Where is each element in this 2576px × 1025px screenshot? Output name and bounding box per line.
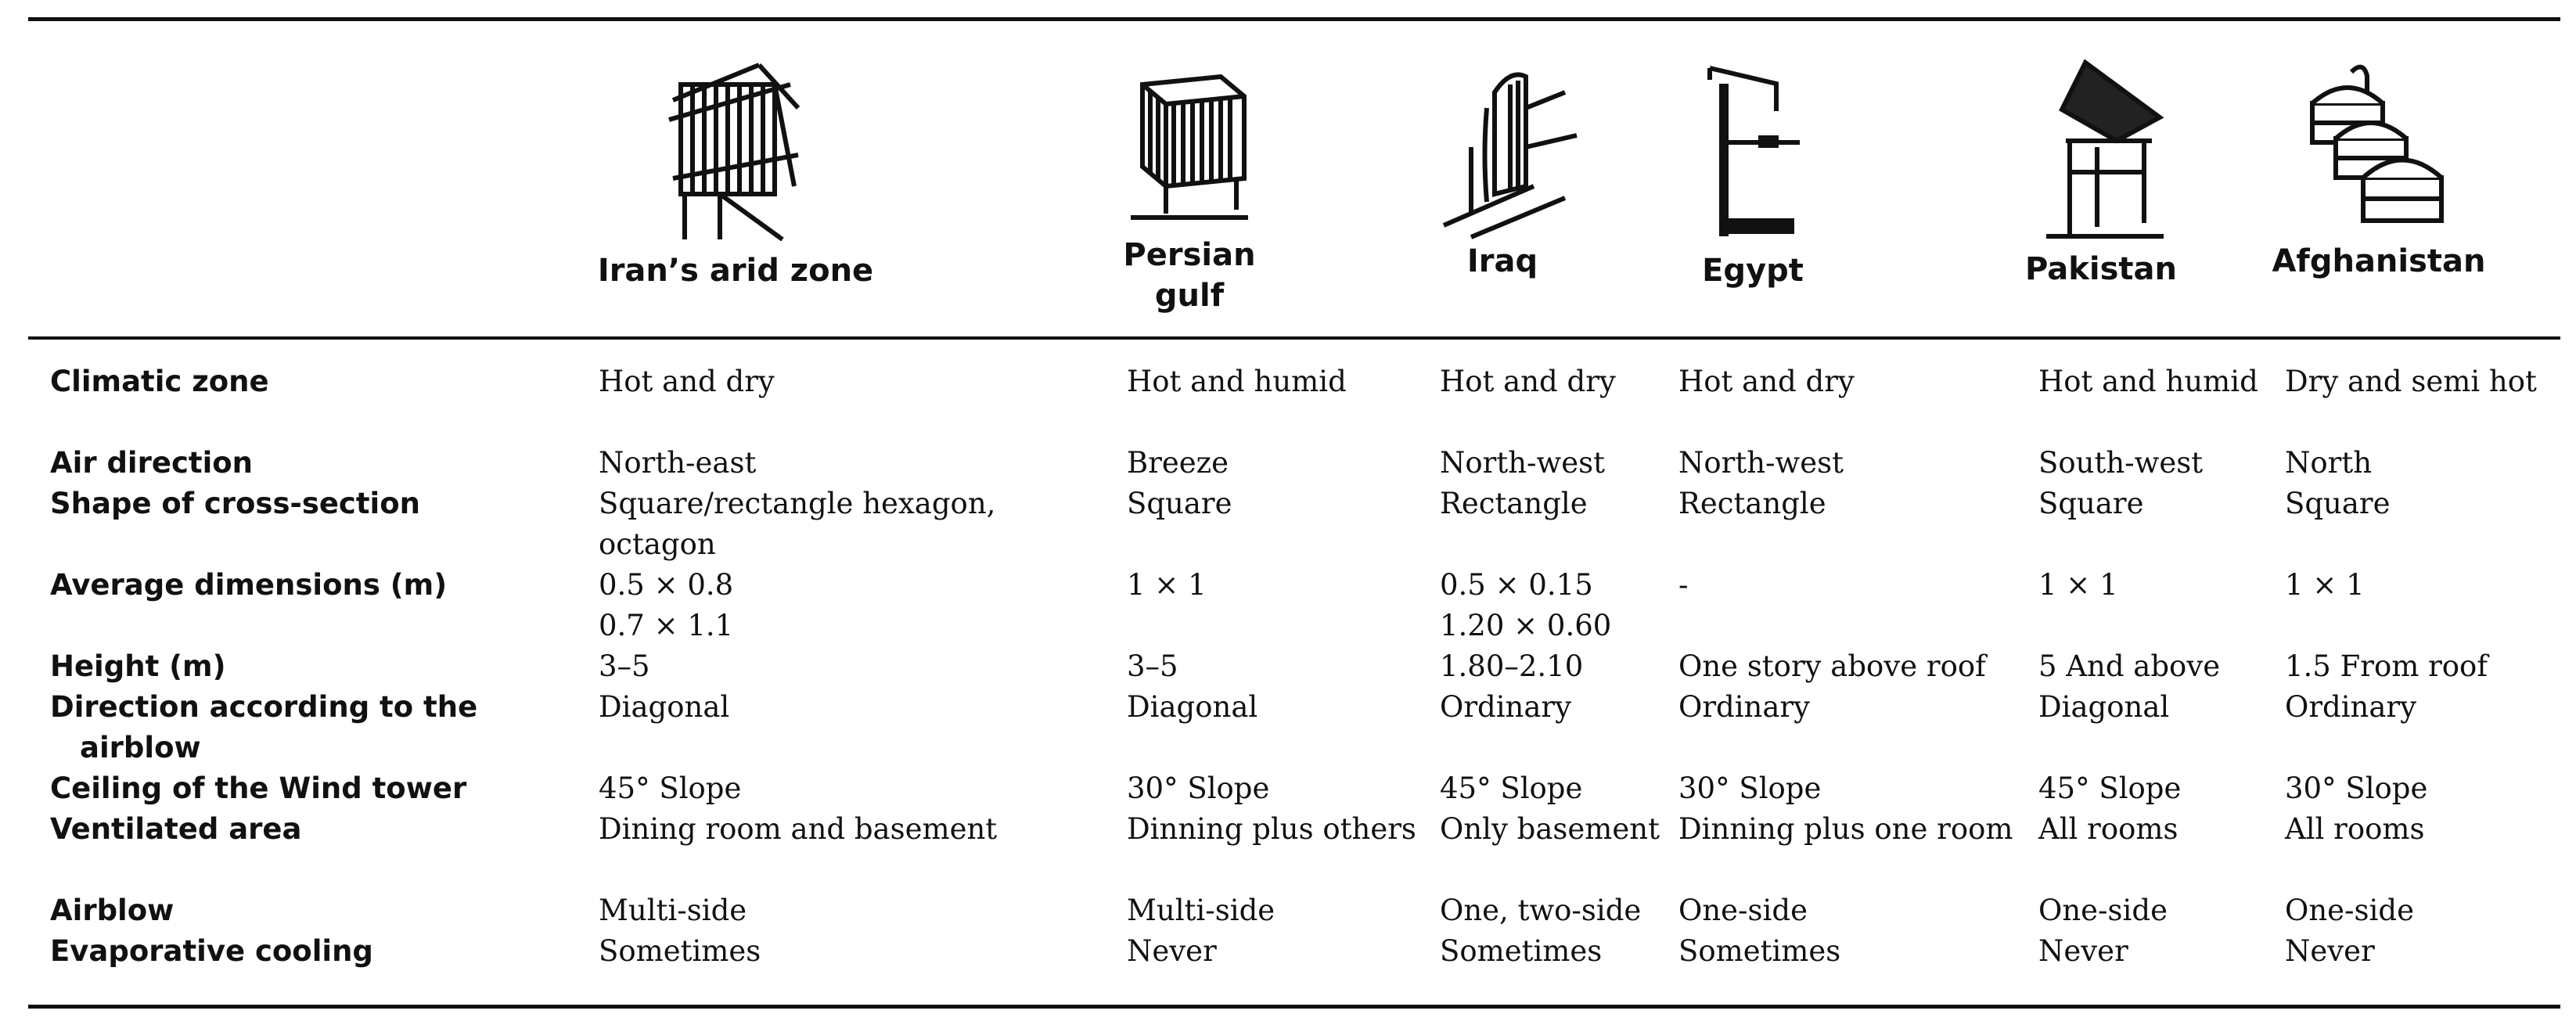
persian-gulf-windtower-icon <box>1127 69 1252 225</box>
table-cell: 5 And above <box>2038 649 2221 683</box>
table-cell: Never <box>2038 934 2128 968</box>
row-label-text: Ceiling of the Wind tower <box>50 771 467 805</box>
row-label-text: Shape of cross-section <box>50 487 420 520</box>
table-cell: Hot and dry <box>1678 365 1855 398</box>
table-cell: 45° Slope <box>599 771 742 805</box>
iran-windtower-icon <box>665 53 806 241</box>
row-label-text: Climatic zone <box>50 365 269 398</box>
table-cell: Hot and dry <box>1440 365 1616 398</box>
table-cell: Square <box>2038 487 2144 520</box>
table-cell: Rectangle <box>1440 487 1588 520</box>
table-cell: One, two-side <box>1440 894 1642 927</box>
egypt-windtower-icon <box>1698 56 1823 244</box>
row-label-text: Airblow <box>50 894 174 927</box>
row-label-text: Direction according to the <box>50 690 478 724</box>
table-cell: Rectangle <box>1678 487 1826 520</box>
table-cell: Dinning plus others <box>1127 812 1416 846</box>
column-header-pakistan: Pakistan <box>2025 251 2177 287</box>
row-label: Average dimensions (m) <box>50 565 520 606</box>
table-cell: 45° Slope <box>1440 771 1583 805</box>
table-cell: Breeze <box>1127 446 1229 480</box>
table-cell: One-side <box>2285 894 2414 927</box>
table-cell: Hot and dry <box>599 365 775 398</box>
table-cell: North-west <box>1440 446 1605 480</box>
table-cell: North-west <box>1678 446 1844 480</box>
table-cell: Sometimes <box>599 934 761 968</box>
table-top-rule <box>28 17 2560 21</box>
row-label-text: Ventilated area <box>50 812 302 846</box>
table-cell: Multi-side <box>1127 894 1275 927</box>
table-cell: South-west <box>2038 446 2204 480</box>
table-cell: One-side <box>2038 894 2168 927</box>
row-label: Shape of cross-section <box>50 484 520 524</box>
row-label: Height (m) <box>50 646 520 687</box>
table-bottom-rule <box>28 1005 2560 1009</box>
table-cell: 1.80–2.10 <box>1440 649 1584 683</box>
column-header-egypt: Egypt <box>1702 253 1804 289</box>
table-cell: Dining room and basement <box>599 812 998 846</box>
row-label: Evaporative cooling <box>50 931 520 972</box>
table-cell: 3–5 <box>599 649 650 683</box>
table-header-rule <box>28 336 2560 340</box>
column-header-iran: Iran’s arid zone <box>597 253 874 289</box>
table-cell: One-side <box>1678 894 1808 927</box>
row-label-text: Average dimensions (m) <box>50 568 448 602</box>
row-label: Climatic zone <box>50 361 520 402</box>
table-cell: Diagonal <box>599 690 730 724</box>
table-cell: Diagonal <box>2038 690 2170 724</box>
row-label: Air direction <box>50 443 520 484</box>
table-cell: 1 × 1 <box>2038 568 2118 602</box>
column-header-persian-gulf: Persian gulf <box>1123 237 1256 314</box>
table-cell: - <box>1678 568 1689 602</box>
table-cell: 45° Slope <box>2038 771 2182 805</box>
table-cell: Never <box>1127 934 1217 968</box>
row-label-text: Height (m) <box>50 649 226 683</box>
row-label-text: Evaporative cooling <box>50 934 373 968</box>
table-cell: Ordinary <box>1678 690 1811 724</box>
table-cell: 0.5 × 0.8 0.7 × 1.1 <box>599 568 734 642</box>
table-cell: All rooms <box>2038 812 2178 846</box>
column-header-afghanistan: Afghanistan <box>2272 243 2486 279</box>
row-label: Airblow <box>50 890 520 931</box>
table-cell: Hot and humid <box>2038 365 2258 398</box>
table-cell: Dinning plus one room <box>1678 812 2013 846</box>
row-label: Direction according to the airblow <box>50 687 520 768</box>
table-cell: Multi-side <box>599 894 747 927</box>
table-cell: Dry and semi hot <box>2285 365 2537 398</box>
table-cell: 1.5 From roof <box>2285 649 2488 683</box>
row-label: Ceiling of the Wind tower <box>50 768 520 809</box>
table-cell: Square <box>1127 487 1232 520</box>
table-cell: Square <box>2285 487 2391 520</box>
row-label-continuation: airblow <box>80 731 201 764</box>
table-cell: Never <box>2285 934 2375 968</box>
table-cell: 30° Slope <box>1678 771 1822 805</box>
table-cell: All rooms <box>2285 812 2425 846</box>
table-cell: Square/rectangle hexagon, octagon <box>599 487 996 561</box>
table-cell: 0.5 × 0.15 1.20 × 0.60 <box>1440 568 1612 642</box>
afghanistan-windtower-icon <box>2301 56 2457 228</box>
table-cell: Ordinary <box>2285 690 2417 724</box>
table-cell: 30° Slope <box>2285 771 2428 805</box>
table-cell: 1 × 1 <box>2285 568 2365 602</box>
table-cell: One story above roof <box>1678 649 1986 683</box>
column-header-iraq: Iraq <box>1466 243 1538 279</box>
table-cell: Diagonal <box>1127 690 1258 724</box>
table-cell: North-east <box>599 446 757 480</box>
pakistan-windtower-icon <box>2042 55 2168 243</box>
table-cell: Ordinary <box>1440 690 1572 724</box>
row-label: Ventilated area <box>50 809 520 850</box>
table-cell: Sometimes <box>1678 934 1841 968</box>
table-cell: 3–5 <box>1127 649 1178 683</box>
row-label-text: Air direction <box>50 446 254 480</box>
iraq-windtower-icon <box>1440 61 1581 241</box>
table-cell: Hot and humid <box>1127 365 1347 398</box>
table-cell: Sometimes <box>1440 934 1603 968</box>
table-cell: 30° Slope <box>1127 771 1270 805</box>
table-cell: Only basement <box>1440 812 1660 846</box>
table-cell: North <box>2285 446 2373 480</box>
table-cell: 1 × 1 <box>1127 568 1207 602</box>
